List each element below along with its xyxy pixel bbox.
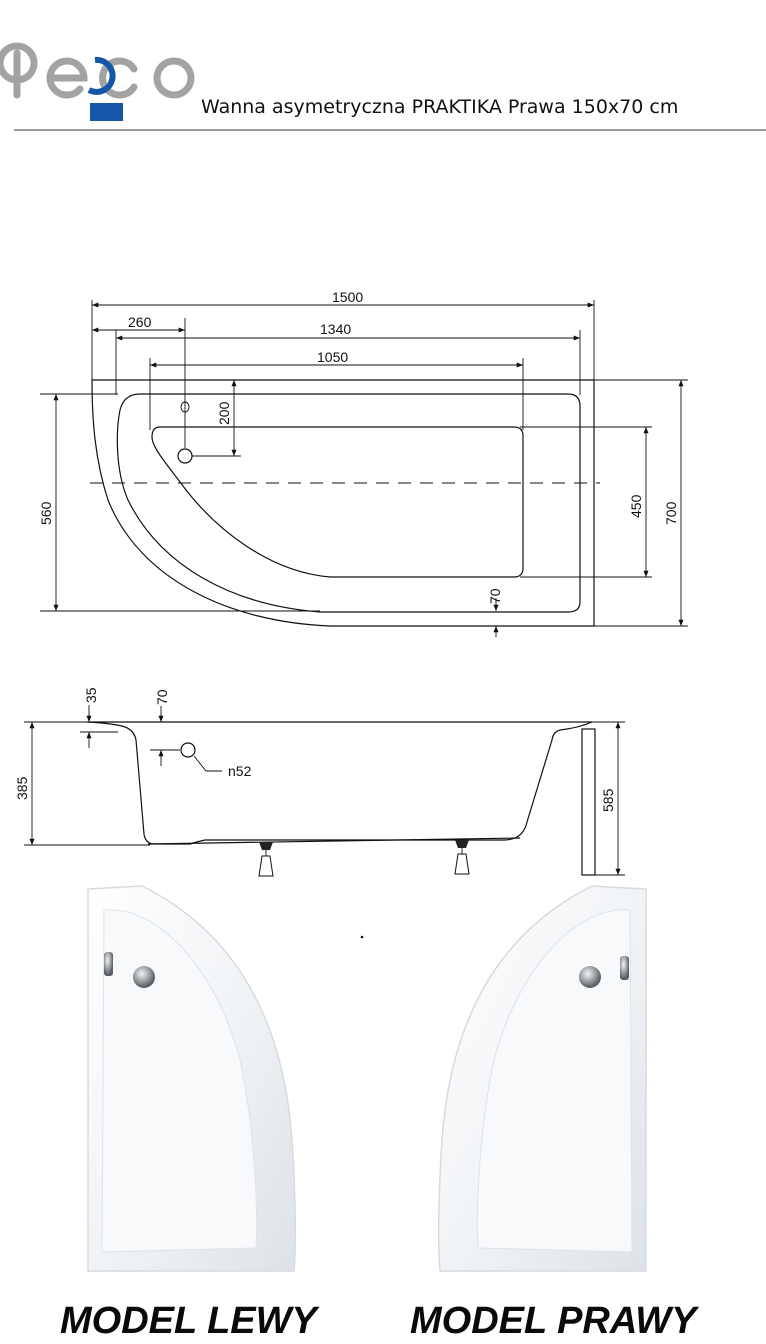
dimension-rim-thickness: 35 [83, 687, 99, 703]
side-drain-hole [180, 742, 196, 758]
dimension-inner-length: 1340 [320, 321, 351, 337]
dimension-total-height: 585 [600, 788, 616, 812]
right-tub-basin [476, 909, 633, 1253]
drain-diameter-leader [193, 755, 222, 772]
dimension-rim-width: 70 [154, 689, 170, 705]
dimension-depth: 385 [14, 776, 30, 800]
dimension-total-width: 700 [663, 501, 679, 525]
product-title: Wanna asymetryczna PRAKTIKA Prawa 150x70… [201, 96, 678, 118]
tub-rim-inner [116, 393, 581, 613]
photo-model-left: MODEL LEWY [60, 885, 321, 1342]
dimension-drain-diameter: n52 [228, 763, 252, 779]
right-tub-handle-icon [620, 956, 629, 980]
side-view-extension-lines [24, 721, 625, 876]
model-right-label: MODEL PRAWY [410, 1300, 700, 1342]
dimension-total-length: 1500 [332, 289, 363, 305]
right-tub-drain-icon [579, 966, 601, 988]
photo-model-right: MODEL PRAWY [410, 885, 700, 1342]
top-view-extension-lines [40, 300, 688, 627]
top-view-drawing: 1500 260 1340 1050 200 560 450 700 70 [38, 289, 688, 637]
side-view-drawing: n52 385 35 70 585 [14, 687, 625, 877]
dimension-floor-width: 450 [628, 494, 644, 518]
dimension-floor-length: 1050 [317, 349, 348, 365]
tub-base-plate [147, 837, 521, 845]
tub-floor-outline [151, 426, 524, 578]
dimension-drain-offset: 260 [128, 314, 152, 330]
logo-water-drop [87, 56, 123, 121]
left-tub-basin [101, 909, 258, 1253]
left-tub-handle-icon [104, 952, 113, 976]
support-leg-left [258, 842, 274, 877]
support-leg-right [454, 840, 470, 875]
brand-logo [0, 42, 195, 121]
logo-wordmark [0, 42, 195, 99]
left-tub-drain-icon [133, 966, 155, 988]
dimension-drain-depth: 200 [216, 401, 232, 425]
front-panel [581, 728, 596, 876]
drain-hole [177, 448, 193, 464]
model-left-label: MODEL LEWY [60, 1300, 321, 1342]
stray-dot [360, 935, 364, 939]
dimension-rim: 70 [487, 588, 503, 604]
tub-side-profile [86, 721, 593, 845]
tub-outer-outline [91, 379, 595, 627]
dimension-left-height: 560 [38, 501, 54, 525]
